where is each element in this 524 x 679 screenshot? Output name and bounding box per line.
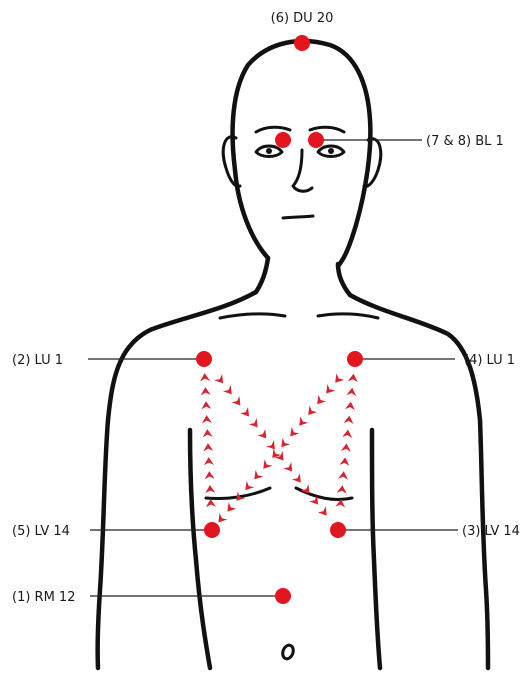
- trail-lu1l-to-lv14r-arrow: [290, 427, 299, 436]
- trail-lu1r-to-lv14l-arrow: [249, 418, 258, 427]
- trail-lu1r-to-lv14l-arrow: [318, 506, 327, 515]
- trail-lv14l-to-lu1l-arrow: [345, 402, 355, 410]
- trail-lv14l-to-lu1l-arrow: [348, 374, 358, 382]
- trail-lv14l-to-lu1l-arrow: [346, 388, 356, 396]
- label-du20: (6) DU 20: [271, 11, 334, 26]
- trail-lv14r-to-lu1r-arrow: [205, 485, 215, 493]
- trail-lu1r-to-lv14l-arrow: [266, 440, 275, 449]
- label-lu1-left: (4) LU 1: [464, 353, 515, 368]
- label-lu1-right: (2) LU 1: [12, 353, 63, 368]
- shoulder-arm-right: [98, 292, 256, 668]
- point-labels: (6) DU 20 (7 & 8) BL 1 (2) LU 1 (4) LU 1…: [12, 11, 520, 605]
- trail-lu1r-to-lv14l-arrow: [257, 429, 266, 438]
- point-bl1-left[interactable]: [308, 132, 324, 148]
- mouth: [283, 216, 313, 218]
- trail-lu1l-to-lv14r-arrow: [335, 373, 344, 382]
- pupil-right: [266, 148, 272, 154]
- eyebrow-left: [310, 127, 344, 132]
- label-bl1: (7 & 8) BL 1: [426, 134, 504, 149]
- trail-lv14l-to-lu1l-arrow: [339, 457, 349, 465]
- trail-lu1r-to-lv14l-arrow: [240, 407, 249, 416]
- neck-right: [256, 258, 268, 292]
- point-lu1-right[interactable]: [196, 351, 212, 367]
- eyebrow-right: [256, 127, 290, 132]
- clavicle-left: [318, 314, 378, 318]
- torso-side-left: [372, 430, 380, 668]
- torso-side-right: [190, 430, 210, 668]
- trail-lu1r-to-lv14l-arrow: [214, 374, 223, 383]
- trail-lv14r-to-lu1r-arrow: [203, 443, 213, 451]
- label-lv14-left: (3) LV 14: [462, 524, 520, 539]
- pupil-left: [328, 148, 334, 154]
- trail-lv14l-to-lu1l-arrow: [337, 485, 347, 493]
- point-lv14-right[interactable]: [204, 522, 220, 538]
- trail-lv14r-to-lu1r-arrow: [205, 471, 215, 479]
- neck-left: [338, 264, 350, 295]
- trail-lv14l-to-lu1l-arrow: [341, 443, 351, 451]
- point-rm12[interactable]: [275, 588, 291, 604]
- point-du20[interactable]: [294, 35, 310, 51]
- point-lv14-left[interactable]: [330, 522, 346, 538]
- point-bl1-right[interactable]: [275, 132, 291, 148]
- leader-lines: [88, 140, 458, 596]
- nose: [293, 150, 312, 191]
- trail-lu1l-to-lv14r-arrow: [326, 384, 335, 393]
- trail-lv14r-to-lu1r-arrow: [201, 387, 211, 395]
- trail-lv14l-to-lu1l-arrow: [342, 429, 352, 437]
- trail-lu1l-to-lv14r-arrow: [317, 395, 326, 404]
- navel: [281, 644, 295, 661]
- trail-lv14r-to-lu1r-arrow: [203, 429, 213, 437]
- trail-lu1l-to-lv14r-arrow: [254, 470, 263, 479]
- trail-lu1l-to-lv14r-arrow: [281, 438, 290, 447]
- label-lv14-right: (5) LV 14: [12, 524, 70, 539]
- trail-lu1l-to-lv14r-arrow: [308, 406, 317, 415]
- trail-lu1l-to-lv14r-arrow: [245, 481, 254, 490]
- trail-lu1r-to-lv14l-arrow: [223, 385, 232, 394]
- trail-lv14r-to-lu1r-arrow: [201, 401, 211, 409]
- trail-lv14r-to-lu1r-arrow: [202, 415, 212, 423]
- point-lu1-left[interactable]: [347, 351, 363, 367]
- trail-lv14l-to-lu1l-arrow: [338, 471, 348, 479]
- trail-lu1r-to-lv14l-arrow: [292, 473, 301, 482]
- trail-lu1l-to-lv14r-arrow: [263, 459, 272, 468]
- trail-lu1l-to-lv14r-arrow: [218, 513, 227, 522]
- clavicle-right: [220, 314, 285, 318]
- trail-lu1r-to-lv14l-arrow: [283, 462, 292, 471]
- trail-lu1l-to-lv14r-arrow: [227, 502, 236, 511]
- trail-lu1r-to-lv14l-arrow: [232, 396, 241, 405]
- trail-lu1l-to-lv14r-arrow: [299, 416, 308, 425]
- trail-lv14r-to-lu1r-arrow: [204, 457, 214, 465]
- trail-lv14l-to-lu1l-arrow: [344, 416, 354, 424]
- trail-lv14r-to-lu1r-arrow: [200, 373, 210, 381]
- trail-lv14r-to-lu1r-arrow: [206, 499, 216, 507]
- label-rm12: (1) RM 12: [12, 590, 75, 605]
